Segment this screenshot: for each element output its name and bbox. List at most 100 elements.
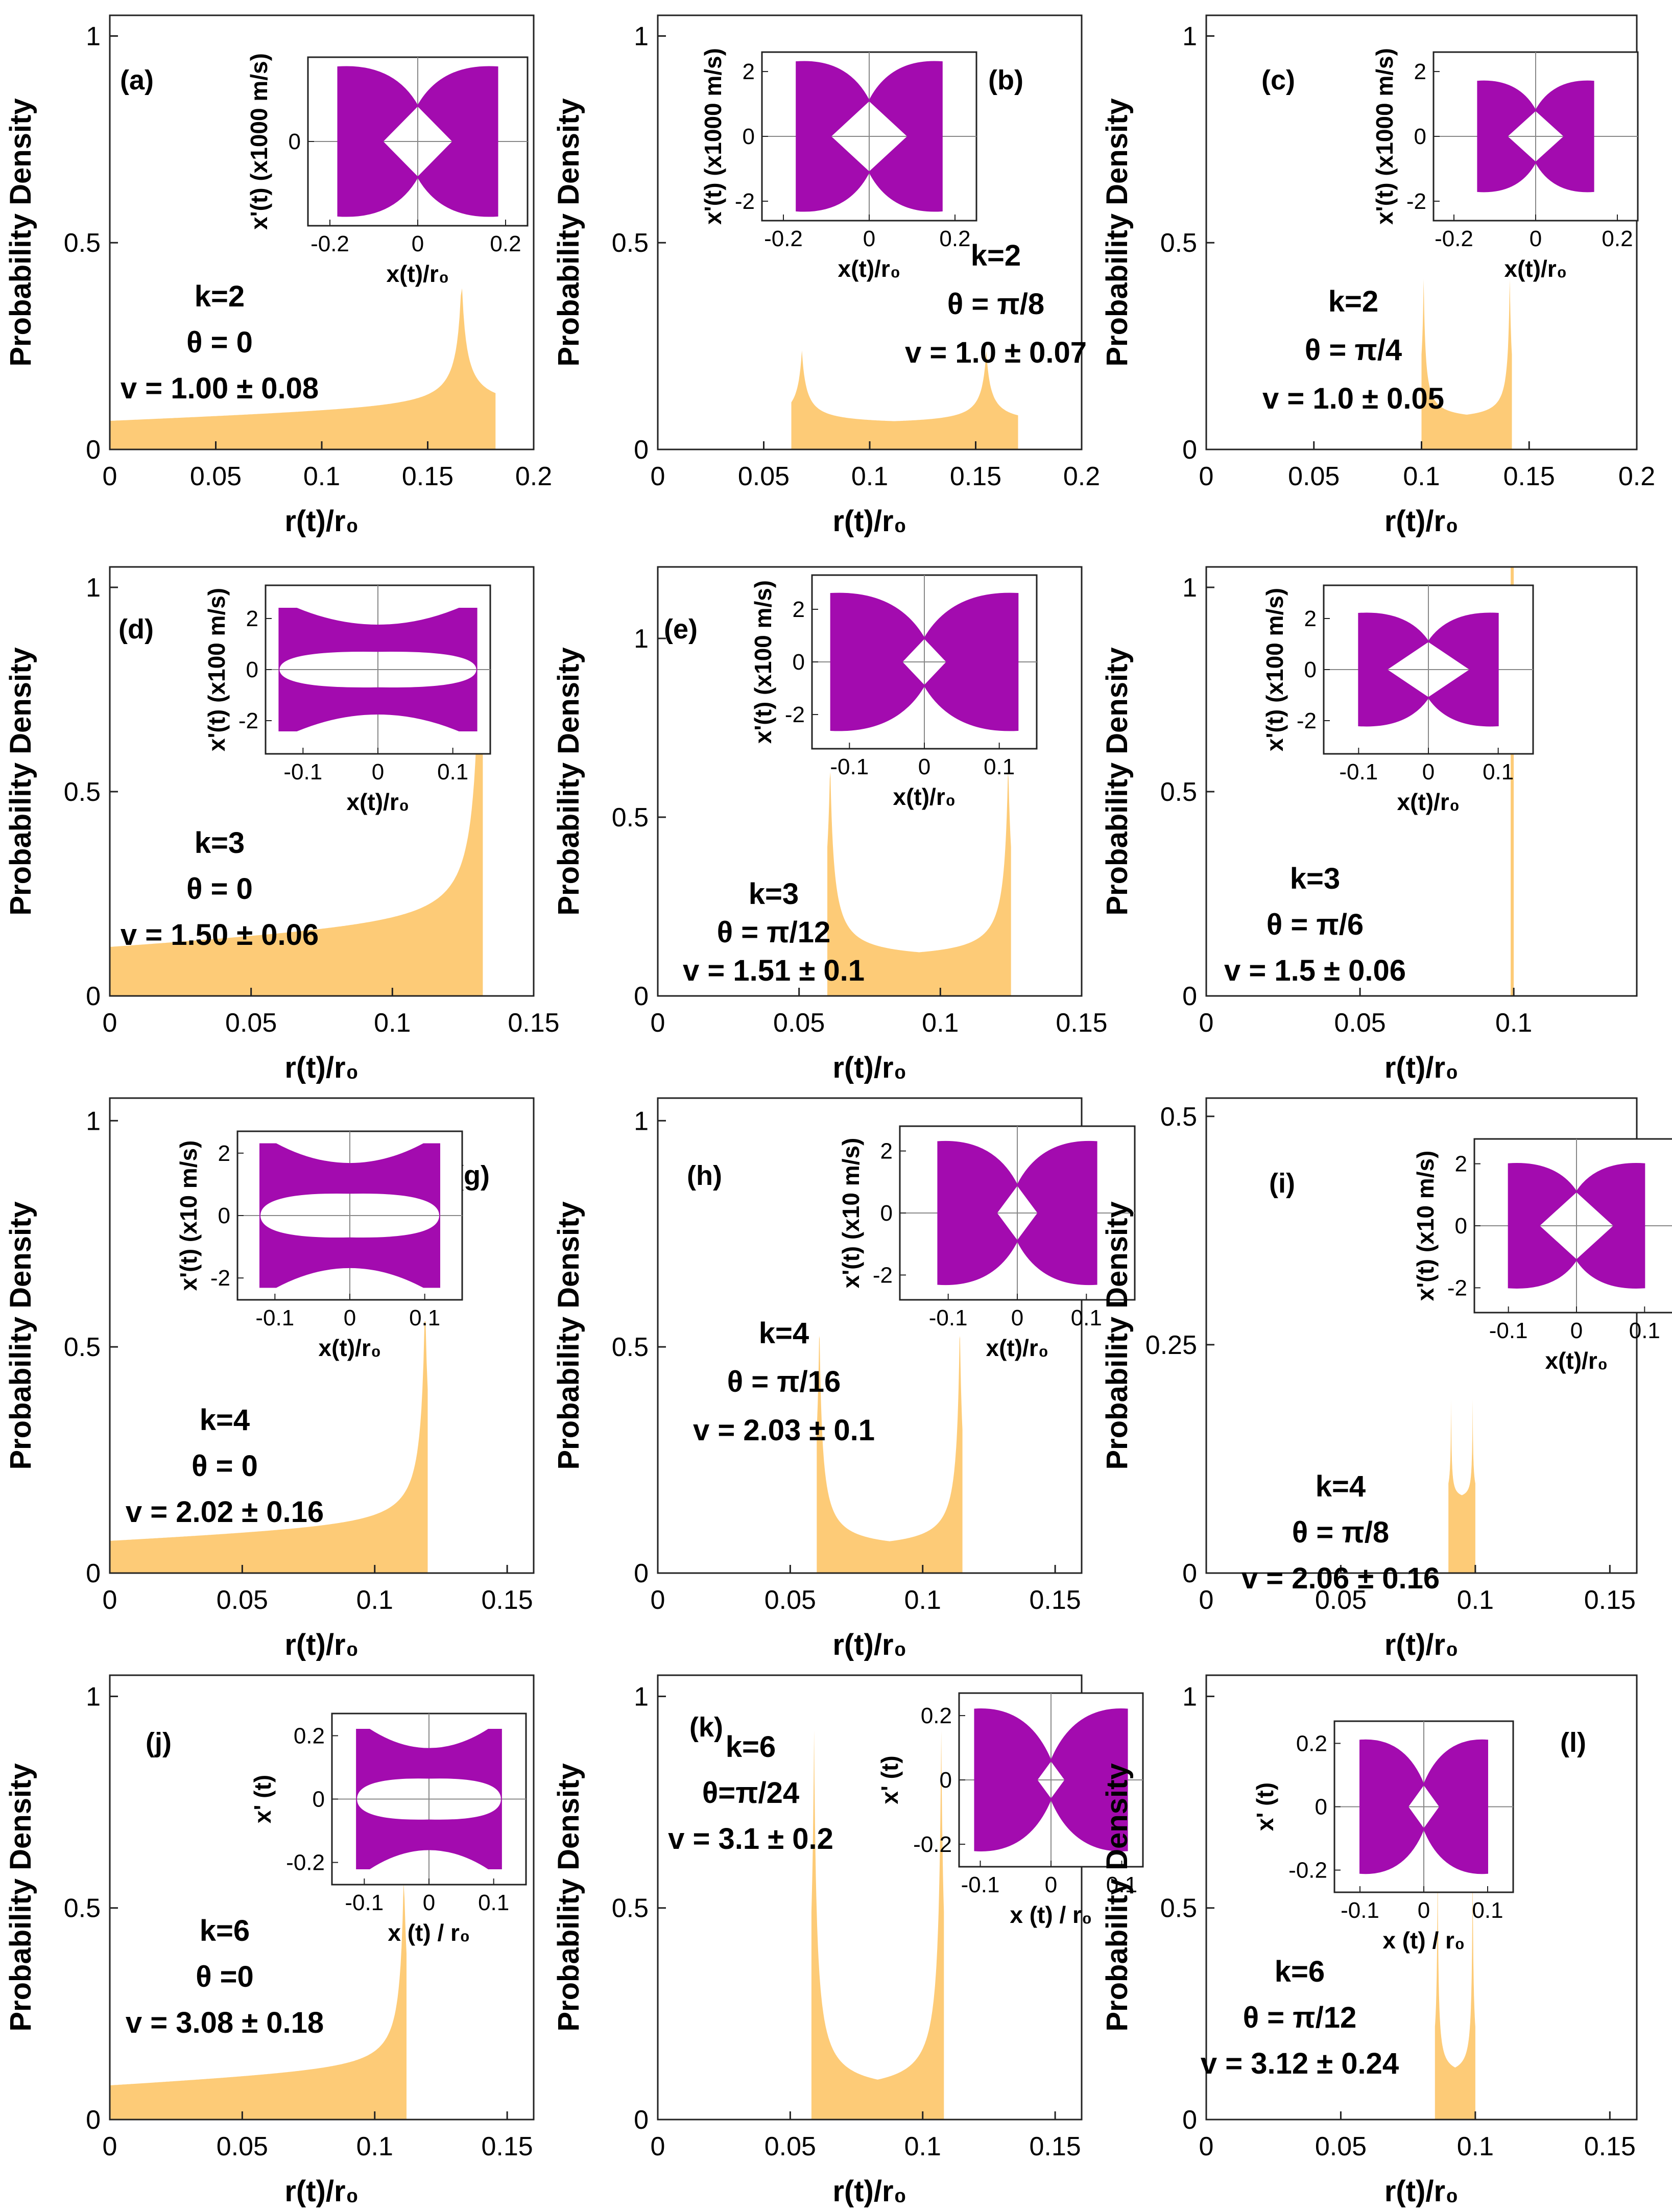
x-tick-label: 0.05 (1288, 462, 1340, 491)
inset-x-tick-label: -0.1 (345, 1890, 384, 1915)
inset-y-tick-label: 2 (743, 59, 755, 84)
x-tick-label: 0.1 (1457, 1585, 1494, 1615)
x-axis-label: r(t)/r₀ (832, 2175, 906, 2208)
parameter-annotation: k=6 (200, 1914, 250, 1947)
phase-space-trajectory (830, 592, 1019, 731)
inset-y-tick-label: 0 (880, 1201, 893, 1226)
inset-x-axis-label: x(t)/r₀ (387, 260, 449, 287)
inset-x-axis-label: x(t)/r₀ (986, 1335, 1049, 1361)
inset-y-tick-label: -0.2 (286, 1850, 325, 1875)
phase-space-trajectory (937, 1140, 1097, 1286)
x-axis-label: r(t)/r₀ (284, 505, 359, 538)
y-tick-label: 0.5 (612, 803, 649, 833)
panel-label: (k) (689, 1712, 723, 1743)
parameter-annotation: k=2 (1328, 285, 1378, 318)
inset-y-axis-label: x'(t) (x1000 m/s) (700, 48, 726, 225)
x-tick-label: 0.05 (1315, 1585, 1367, 1615)
y-axis-label: Probability Density (4, 647, 37, 915)
y-tick-label: 1 (86, 1106, 101, 1136)
inset-x-tick-label: 0.1 (984, 754, 1015, 779)
inset-x-tick-label: -0.1 (1339, 759, 1378, 784)
x-axis-label: r(t)/r₀ (832, 1051, 906, 1084)
inset-y-axis-label: x'(t) (x100 m/s) (203, 588, 230, 751)
y-axis-label: Probability Density (4, 1763, 37, 2031)
parameter-annotation: k=6 (1275, 1955, 1325, 1988)
parameter-annotation: v = 2.02 ± 0.16 (126, 1495, 324, 1529)
x-tick-label: 0.1 (904, 2132, 941, 2161)
x-tick-label: 0.1 (356, 1585, 393, 1615)
x-tick-label: 0.15 (508, 1008, 559, 1038)
y-axis-label: Probability Density (1101, 1763, 1134, 2031)
inset-x-tick-label: 0.2 (490, 231, 521, 256)
parameter-annotation: k=4 (759, 1317, 809, 1350)
inset-x-tick-label: 0.1 (1106, 1872, 1137, 1897)
y-tick-label: 1 (86, 21, 101, 51)
y-tick-label: 0 (1182, 982, 1197, 1011)
inset-x-tick-label: 0.2 (1602, 226, 1633, 251)
parameter-annotation: v = 2.06 ± 0.16 (1241, 1562, 1440, 1595)
panel-label: (i) (1269, 1168, 1295, 1199)
inset-y-tick-label: 2 (1414, 59, 1426, 84)
x-tick-label: 0.1 (303, 462, 340, 491)
y-tick-label: 0.25 (1145, 1330, 1197, 1360)
y-tick-label: 0.5 (1160, 228, 1197, 258)
x-tick-label: 0.2 (515, 462, 552, 491)
parameter-annotation: v = 1.50 ± 0.06 (121, 918, 319, 952)
x-tick-label: 0 (103, 1008, 117, 1038)
y-tick-label: 0.5 (64, 1333, 101, 1362)
phase-space-trajectory (1477, 80, 1594, 193)
x-tick-label: 0.05 (1315, 2132, 1367, 2161)
inset-y-tick-label: 0 (793, 650, 805, 675)
inset-x-tick-label: -0.1 (255, 1305, 294, 1330)
parameter-annotation: θ = 0 (192, 1449, 258, 1483)
probability-density-histogram (110, 1321, 428, 1573)
x-axis-label: r(t)/r₀ (832, 1628, 906, 1661)
plot-frame (1205, 1674, 1638, 2121)
x-tick-label: 0 (651, 1585, 665, 1615)
inset-x-tick-label: 0 (1418, 1898, 1430, 1923)
inset-y-tick-label: -2 (238, 708, 258, 733)
plot-frame (657, 566, 1083, 997)
inset-x-axis-label: x(t)/r₀ (347, 789, 410, 815)
inset-x-tick-label: 0.1 (1071, 1305, 1102, 1330)
y-tick-label: 0 (86, 1559, 101, 1588)
plot-frame (657, 1674, 1083, 2121)
y-axis-label: Probability Density (552, 647, 585, 915)
plot-frame (657, 1097, 1083, 1574)
x-tick-label: 0 (103, 2132, 117, 2161)
phase-space-trajectory (1359, 1739, 1488, 1874)
inset-y-tick-label: 2 (1455, 1152, 1467, 1177)
inset-y-tick-label: 0 (743, 124, 755, 149)
inset-y-tick-label: 0 (940, 1768, 952, 1793)
inset-y-tick-label: 0 (313, 1787, 325, 1812)
inset-y-axis-label: x' (t) (249, 1775, 276, 1823)
y-tick-label: 1 (86, 573, 101, 603)
phase-space-trajectory (278, 608, 477, 731)
phase-space-trajectory (356, 1729, 502, 1869)
parameter-annotation: k=6 (726, 1730, 776, 1764)
x-tick-label: 0.15 (1056, 1008, 1107, 1038)
inset-y-axis-label: x' (t) (1252, 1782, 1278, 1831)
inset-y-tick-label: 0 (1414, 124, 1426, 149)
parameter-annotation: θ = π/4 (1305, 334, 1402, 367)
inset-x-tick-label: 0 (344, 1305, 356, 1330)
y-tick-label: 1 (86, 1682, 101, 1711)
inset-x-tick-label: 0.1 (1629, 1318, 1660, 1343)
x-axis-label: r(t)/r₀ (284, 1628, 359, 1661)
parameter-annotation: k=3 (195, 826, 245, 860)
phase-space-trajectory (259, 1143, 441, 1288)
y-tick-label: 0 (1182, 1559, 1197, 1588)
probability-density-histogram (110, 1883, 407, 2120)
y-tick-label: 0.5 (1160, 1894, 1197, 1923)
x-tick-label: 0.1 (851, 462, 888, 491)
probability-density-histogram (110, 611, 483, 996)
parameter-annotation: k=3 (1290, 862, 1340, 895)
x-axis-label: r(t)/r₀ (284, 1051, 359, 1084)
inset-y-tick-label: -2 (873, 1263, 893, 1288)
